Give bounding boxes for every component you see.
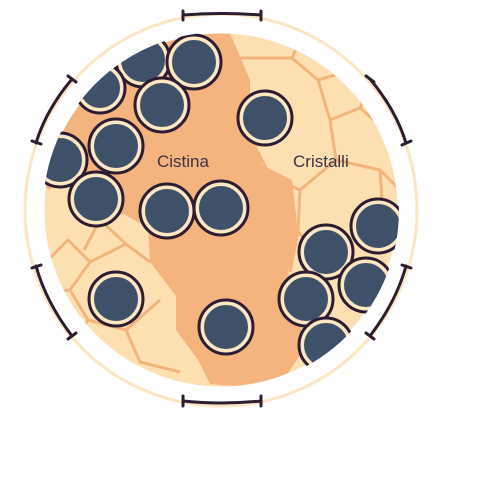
cell — [138, 182, 196, 240]
cell — [192, 179, 250, 237]
cell — [67, 170, 125, 228]
cell — [133, 76, 191, 134]
scale-mark-upper-right — [364, 74, 413, 147]
cell — [165, 33, 223, 91]
scale-mark-top — [181, 9, 263, 22]
crystals-label: Cristalli — [293, 152, 349, 171]
cell — [337, 256, 395, 314]
cystine-label: Cistina — [157, 152, 210, 171]
cell — [349, 197, 399, 255]
cell — [87, 270, 145, 328]
scale-mark-bottom — [181, 394, 263, 408]
cell — [236, 89, 294, 147]
cell — [197, 298, 255, 356]
cell — [87, 117, 145, 175]
scale-mark-lower-right — [364, 263, 413, 341]
scale-mark-lower-left — [30, 263, 78, 341]
cell — [297, 316, 355, 374]
scale-mark-upper-left — [30, 74, 78, 146]
cell — [297, 223, 355, 281]
scale-marks — [30, 9, 413, 408]
